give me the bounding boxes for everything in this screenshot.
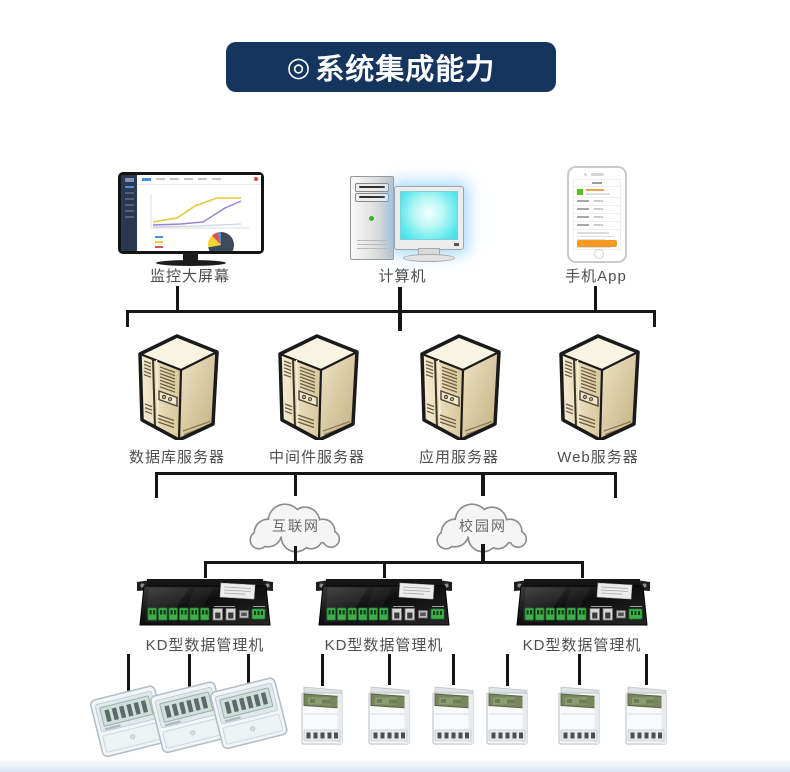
connector-line: [614, 472, 617, 498]
din-meter-icon: [621, 684, 671, 748]
dashboard-sidebar: [121, 175, 137, 251]
connector-bus: [126, 310, 656, 313]
power-led: [369, 216, 374, 221]
gateway-icon: [135, 576, 275, 634]
dashboard-charts: [150, 194, 249, 251]
notification-dot: [254, 177, 258, 181]
app-submit-button: [577, 240, 617, 247]
network-cloud-campus: 校园网: [428, 492, 538, 556]
connector-line: [383, 561, 386, 578]
connector-line: [126, 310, 129, 327]
phone-label: 手机App: [565, 268, 627, 285]
connector-line: [506, 654, 509, 686]
server-icon-database: [127, 328, 227, 440]
computer-label: 计算机: [378, 268, 427, 285]
network-label: 互联网: [272, 518, 320, 534]
server-icon-application: [409, 328, 509, 440]
gateway-icon: [512, 576, 652, 634]
connector-line: [294, 546, 297, 562]
connector-bus: [204, 561, 584, 564]
network-label: 校园网: [459, 518, 507, 534]
page-title: 系统集成能力: [315, 54, 496, 86]
server-label: 中间件服务器: [268, 449, 365, 466]
connector-line: [581, 561, 584, 578]
page-bottom-tint: [0, 759, 790, 772]
din-meter-icon: [482, 684, 532, 748]
server-icon-middleware: [267, 328, 367, 440]
crt-power-button: [454, 243, 459, 246]
dashboard-topbar: [137, 175, 261, 185]
din-meter-icon: [297, 684, 347, 748]
connector-line: [398, 287, 402, 331]
connector-bus: [155, 472, 617, 475]
connector-line: [388, 654, 391, 685]
gateway-icon: [314, 576, 454, 634]
din-meter-icon: [554, 684, 604, 748]
gateway-label: KD型数据管理机: [324, 637, 444, 654]
monitor-icon: [118, 172, 264, 254]
network-cloud-internet: 互联网: [241, 492, 351, 556]
phone-app-screen: [573, 179, 621, 250]
crt-screen: [400, 191, 458, 240]
connector-line: [481, 544, 485, 562]
phone-icon: [567, 166, 627, 263]
connector-line: [247, 654, 250, 683]
crt-stand-base: [403, 254, 455, 262]
connector-line: [188, 654, 191, 687]
crt-monitor-icon: [394, 186, 464, 250]
connector-line: [653, 310, 656, 327]
lcd-meter-icon: [207, 674, 292, 754]
connector-line: [452, 654, 455, 685]
gateway-label: KD型数据管理机: [145, 637, 265, 654]
phone-home-button: [594, 249, 604, 259]
monitor-stand-neck: [183, 253, 198, 262]
server-label: Web服务器: [557, 449, 639, 466]
connector-line: [321, 654, 324, 686]
connector-line: [481, 472, 485, 496]
title-bullet-icon: ◎: [286, 51, 312, 82]
connector-line: [294, 472, 297, 496]
app-logo-icon: [577, 189, 583, 195]
connector-line: [155, 472, 158, 498]
computer-tower-icon: [350, 176, 394, 260]
din-meter-icon: [428, 684, 478, 748]
din-meter-icon: [364, 684, 414, 748]
connector-line: [594, 286, 597, 312]
gateway-label: KD型数据管理机: [522, 637, 642, 654]
phone-earpiece: [591, 173, 604, 176]
server-label: 应用服务器: [418, 449, 499, 466]
connector-line: [204, 561, 207, 578]
monitor-label: 监控大屏幕: [149, 268, 230, 285]
server-icon-web: [548, 328, 648, 440]
connector-line: [127, 654, 130, 692]
connector-line: [176, 286, 179, 312]
connector-line: [645, 654, 648, 685]
monitor-dashboard-screen: [121, 175, 261, 251]
server-label: 数据库服务器: [128, 449, 225, 466]
page-title-banner: ◎系统集成能力: [226, 42, 556, 92]
connector-line: [578, 654, 581, 685]
phone-camera: [584, 173, 587, 176]
monitor-stand-base: [156, 260, 226, 266]
